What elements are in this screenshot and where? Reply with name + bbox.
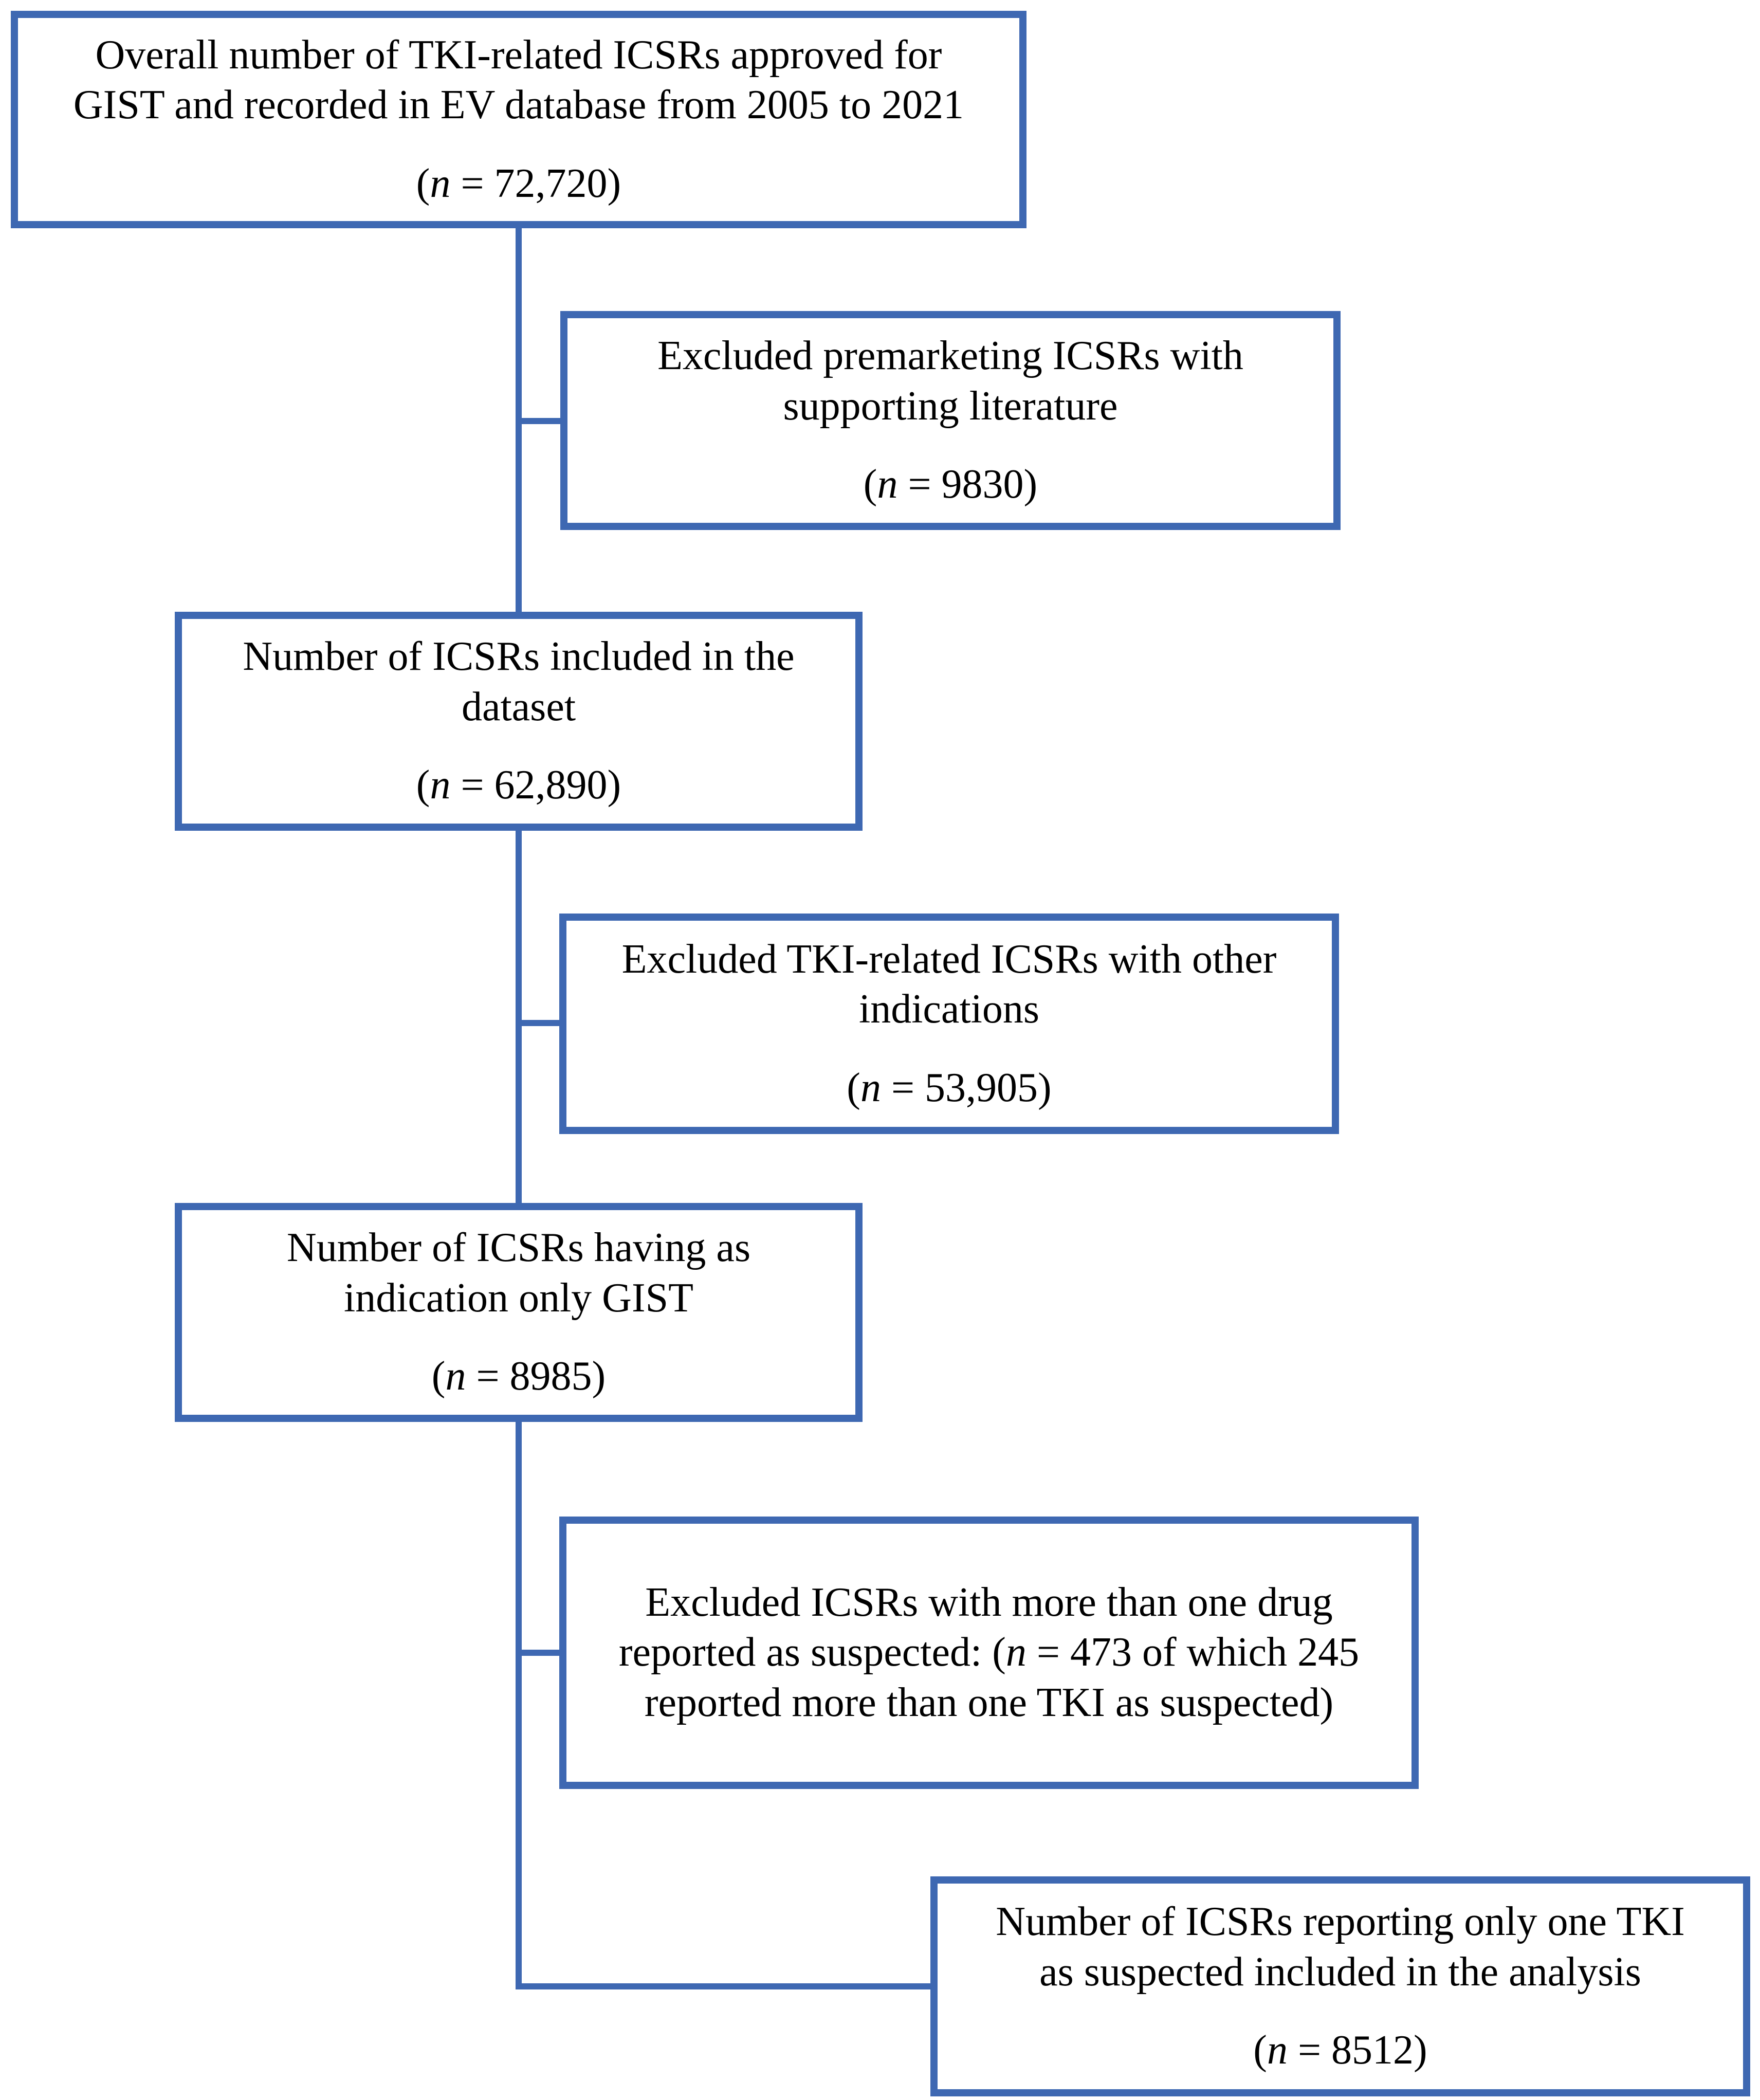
box-text-line: reported more than one TKI as suspected) xyxy=(644,1679,1334,1725)
box-text-line: Overall number of TKI-related ICSRs appr… xyxy=(95,32,942,78)
box-text-line: Number of ICSRs included in the xyxy=(243,634,795,680)
n-count-line: (n = 9830) xyxy=(863,462,1038,507)
box-text-line: Excluded ICSRs with more than one drug xyxy=(645,1579,1333,1625)
box-text-line: indications xyxy=(858,987,1040,1032)
connector-spine-gist-to-final xyxy=(516,1420,522,1989)
n-symbol: n xyxy=(1005,1630,1026,1675)
n-count-line: (n = 8512) xyxy=(1253,2028,1427,2073)
box-text-line: Number of ICSRs having as xyxy=(286,1225,751,1271)
connector-branch-excluded-multiple-suspected xyxy=(516,1650,559,1656)
n-count-line: (n = 72,720) xyxy=(416,160,621,206)
n-symbol: n xyxy=(430,762,451,808)
connector-spine-dataset-to-gist xyxy=(516,829,522,1203)
box-text-line: Excluded premarketing ICSRs with xyxy=(657,333,1243,379)
box-text-line: indication only GIST xyxy=(344,1275,693,1321)
box-excluded-other-indications: Excluded TKI-related ICSRs with other ind… xyxy=(559,914,1339,1134)
n-symbol: n xyxy=(1267,2028,1288,2073)
n-count-line: (n = 8985) xyxy=(431,1354,606,1399)
n-symbol: n xyxy=(445,1354,466,1399)
n-symbol: n xyxy=(860,1065,881,1110)
connector-branch-excluded-premarketing xyxy=(516,418,560,424)
n-count-line: (n = 53,905) xyxy=(847,1065,1052,1110)
connector-branch-excluded-other-indications xyxy=(516,1020,559,1026)
n-symbol: n xyxy=(877,462,898,507)
box-text-line: reported as suspected: (n = 473 of which… xyxy=(618,1630,1360,1675)
connector-branch-final-analysis xyxy=(516,1983,930,1989)
box-text-line: Excluded TKI-related ICSRs with other xyxy=(621,936,1277,982)
box-text-line: Number of ICSRs reporting only one TKI xyxy=(996,1899,1685,1945)
n-symbol: n xyxy=(430,160,451,206)
box-text-line: supporting literature xyxy=(783,383,1118,429)
box-excluded-multiple-suspected-drugs: Excluded ICSRs with more than one drug re… xyxy=(559,1517,1419,1789)
box-text-line: dataset xyxy=(461,684,576,729)
box-overall-tki-icsrs: Overall number of TKI-related ICSRs appr… xyxy=(11,11,1026,228)
box-text-line: as suspected included in the analysis xyxy=(1039,1949,1641,1995)
n-count-line: (n = 62,890) xyxy=(416,762,621,808)
box-text-line: GIST and recorded in EV database from 20… xyxy=(73,82,964,128)
